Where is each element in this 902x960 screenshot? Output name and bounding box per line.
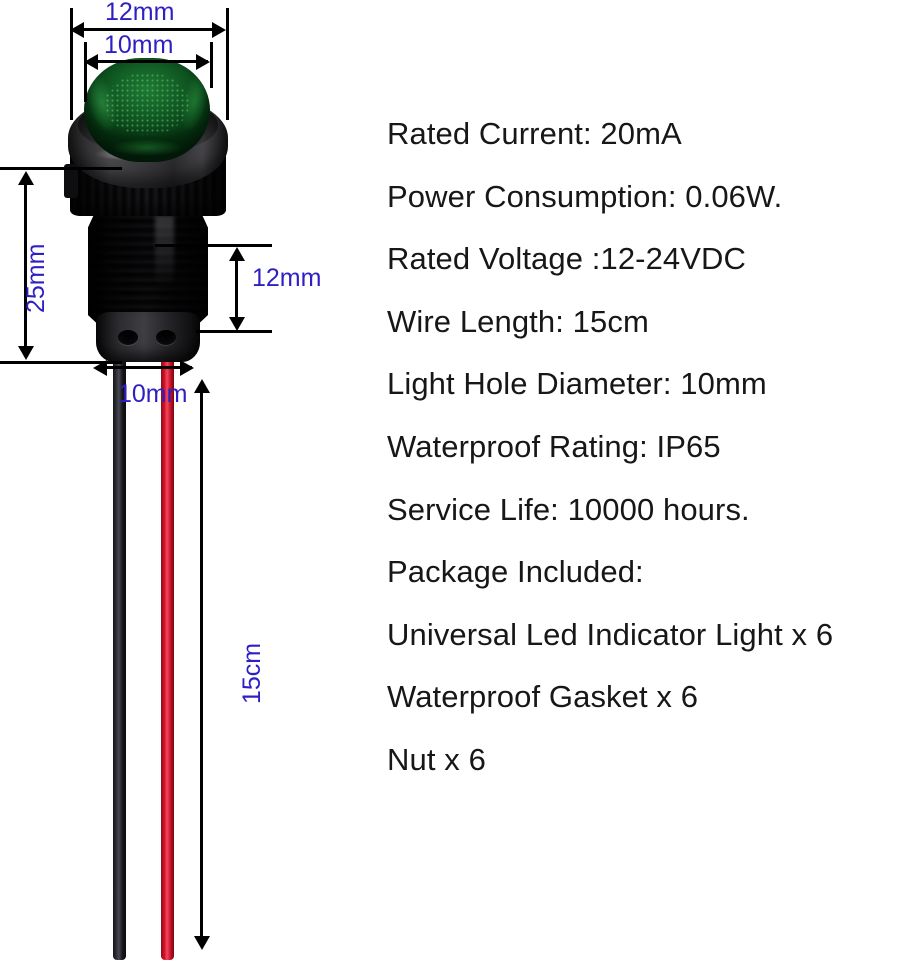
ext-line-10mm-top-right bbox=[210, 42, 213, 88]
spec-line-waterproof-rating: Waterproof Rating: IP65 bbox=[387, 428, 721, 464]
specification-list: Rated Current: 20mA Power Consumption: 0… bbox=[387, 103, 902, 792]
lens-dot-texture bbox=[105, 72, 189, 135]
ext-line-12mm-right-bottom bbox=[196, 330, 272, 333]
spec-line-service-life: Service Life: 10000 hours. bbox=[387, 491, 750, 527]
threaded-body bbox=[88, 212, 208, 324]
ext-line-25mm-bottom bbox=[0, 361, 122, 364]
black-wire bbox=[113, 340, 126, 960]
arrow-12mm-right-bottom bbox=[229, 317, 245, 331]
arrow-10mm-bottom-right bbox=[180, 360, 194, 376]
spec-line-package-included: Package Included: bbox=[387, 554, 644, 590]
spec-line-package-item-gasket: Waterproof Gasket x 6 bbox=[387, 679, 699, 715]
wire-base-cap bbox=[96, 312, 200, 362]
dim-line-12mm-right bbox=[235, 258, 238, 318]
spec-line-package-item-light: Universal Led Indicator Light x 6 bbox=[387, 616, 834, 652]
dim-label-25mm: 25mm bbox=[22, 243, 50, 313]
arrow-10mm-top-right bbox=[196, 54, 210, 70]
wire-hole-right bbox=[156, 330, 176, 345]
arrow-10mm-top-left bbox=[84, 54, 98, 70]
dim-line-15cm bbox=[200, 390, 203, 942]
lens-lower-glow bbox=[111, 139, 183, 156]
arrow-12mm-right-top bbox=[229, 247, 245, 261]
body-shadow bbox=[88, 212, 110, 324]
arrow-10mm-bottom-left bbox=[93, 360, 107, 376]
led-indicator-illustration: 12mm 10mm 25mm 12mm 10mm 15cm bbox=[0, 0, 370, 960]
arrow-12mm-top-left bbox=[70, 22, 84, 38]
ext-line-12mm-right-top bbox=[155, 244, 272, 247]
arrow-15cm-bottom bbox=[194, 936, 210, 950]
spec-line-package-item-nut: Nut x 6 bbox=[387, 741, 486, 777]
arrow-25mm-bottom bbox=[18, 346, 34, 360]
spec-line-wire-length: Wire Length: 15cm bbox=[387, 303, 649, 339]
dim-label-12mm-right: 12mm bbox=[252, 264, 322, 292]
arrow-12mm-top-right bbox=[212, 22, 226, 38]
dim-label-10mm-top: 10mm bbox=[104, 31, 174, 59]
spec-line-light-hole-diameter: Light Hole Diameter: 10mm bbox=[387, 366, 767, 402]
wire-hole-left bbox=[118, 330, 138, 345]
body-highlight bbox=[155, 216, 175, 289]
lens-rim-shadow bbox=[84, 126, 210, 162]
dim-line-25mm bbox=[24, 182, 27, 347]
green-lens-dome bbox=[84, 58, 210, 162]
spec-line-rated-current: Rated Current: 20mA bbox=[387, 116, 682, 151]
ext-line-12mm-top-right bbox=[226, 8, 229, 120]
dim-label-15cm: 15cm bbox=[238, 642, 266, 704]
dim-line-10mm-top bbox=[90, 60, 208, 63]
dim-label-12mm-top: 12mm bbox=[105, 0, 175, 26]
dim-line-10mm-bottom bbox=[100, 366, 192, 369]
ext-line-12mm-top-left bbox=[70, 8, 73, 120]
spec-line-power-consumption: Power Consumption: 0.06W. bbox=[387, 178, 783, 214]
spec-line-rated-voltage: Rated Voltage :12-24VDC bbox=[387, 241, 747, 277]
arrow-25mm-top bbox=[18, 171, 34, 185]
ext-line-10mm-top-left bbox=[84, 42, 87, 102]
ext-line-25mm-top bbox=[0, 167, 122, 170]
dim-line-12mm-top bbox=[76, 28, 222, 31]
red-wire bbox=[161, 340, 174, 960]
arrow-15cm-top bbox=[194, 379, 210, 393]
collar-notch bbox=[64, 164, 78, 198]
dim-label-10mm-bottom: 10mm bbox=[118, 380, 188, 408]
